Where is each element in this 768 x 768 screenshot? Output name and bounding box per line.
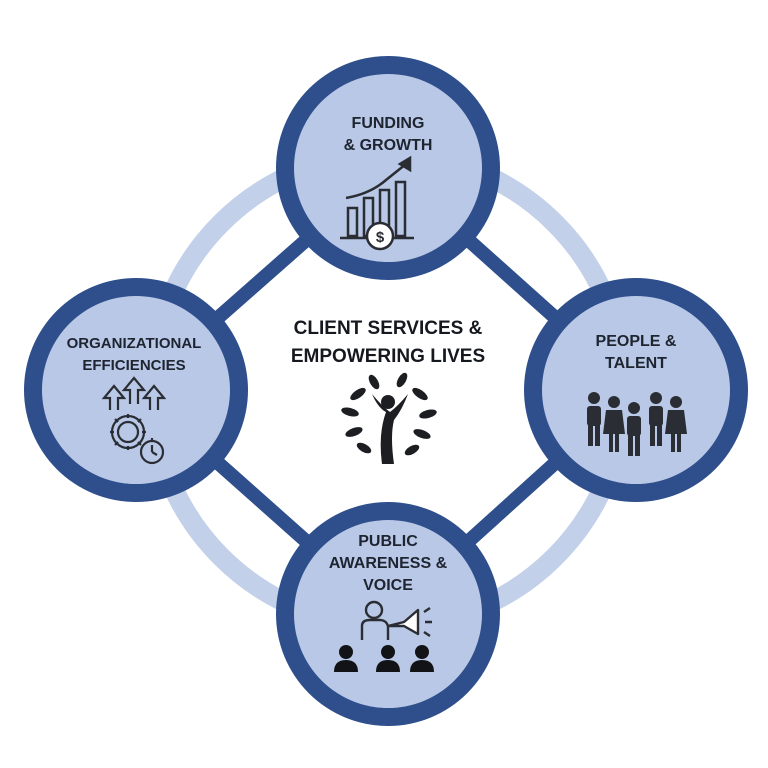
node-top-line2: & GROWTH: [344, 137, 433, 154]
center-title-line1: CLIENT SERVICES &: [294, 318, 483, 339]
center-title-line2: EMPOWERING LIVES: [291, 346, 485, 367]
svg-text:$: $: [376, 229, 385, 246]
node-organizational-efficiencies: ORGANIZATIONAL EFFICIENCIES: [24, 278, 248, 502]
growth-chart-dollar-icon: $: [340, 155, 414, 251]
node-public-awareness-voice: PUBLIC AWARENESS & VOICE: [276, 502, 500, 726]
megaphone-audience-icon: [334, 600, 434, 672]
node-right-line1: PEOPLE &: [596, 333, 677, 350]
tree-person-icon: [341, 372, 437, 464]
gear-arrows-stopwatch-icon: [101, 376, 167, 465]
group-of-people-icon: [587, 392, 687, 456]
node-bottom-line2: AWARENESS &: [329, 555, 448, 572]
node-bottom-line1: PUBLIC: [358, 533, 418, 550]
center-hub: CLIENT SERVICES & EMPOWERING LIVES: [291, 318, 485, 464]
node-left-line2: EFFICIENCIES: [82, 357, 185, 374]
node-right-line2: TALENT: [605, 355, 667, 372]
node-bottom-line3: VOICE: [363, 577, 413, 594]
node-left-line1: ORGANIZATIONAL: [67, 335, 202, 352]
node-people-talent: PEOPLE & TALENT: [524, 278, 748, 502]
node-top-line1: FUNDING: [352, 115, 425, 132]
node-funding-growth: FUNDING & GROWTH $: [276, 56, 500, 280]
